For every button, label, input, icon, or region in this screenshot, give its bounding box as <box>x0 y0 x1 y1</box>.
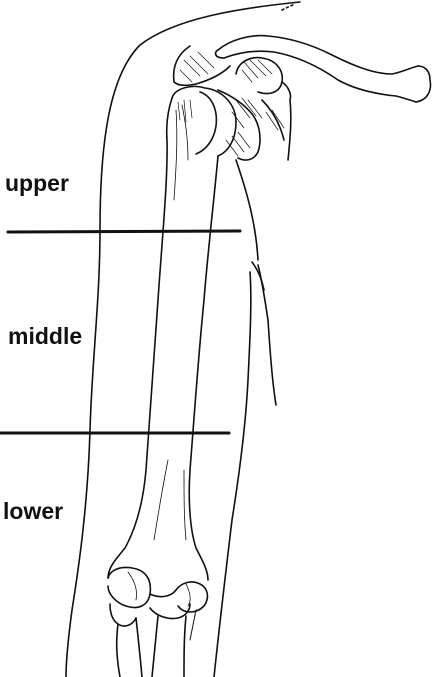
label-lower: lower <box>3 498 64 524</box>
label-upper: upper <box>5 170 69 196</box>
humerus-bone <box>107 85 237 613</box>
arm-outline <box>65 1 301 677</box>
label-middle: middle <box>8 323 83 349</box>
forearm-bones <box>109 603 197 677</box>
shoulder-girdle <box>172 34 432 161</box>
upper-middle-divider <box>6 229 242 234</box>
